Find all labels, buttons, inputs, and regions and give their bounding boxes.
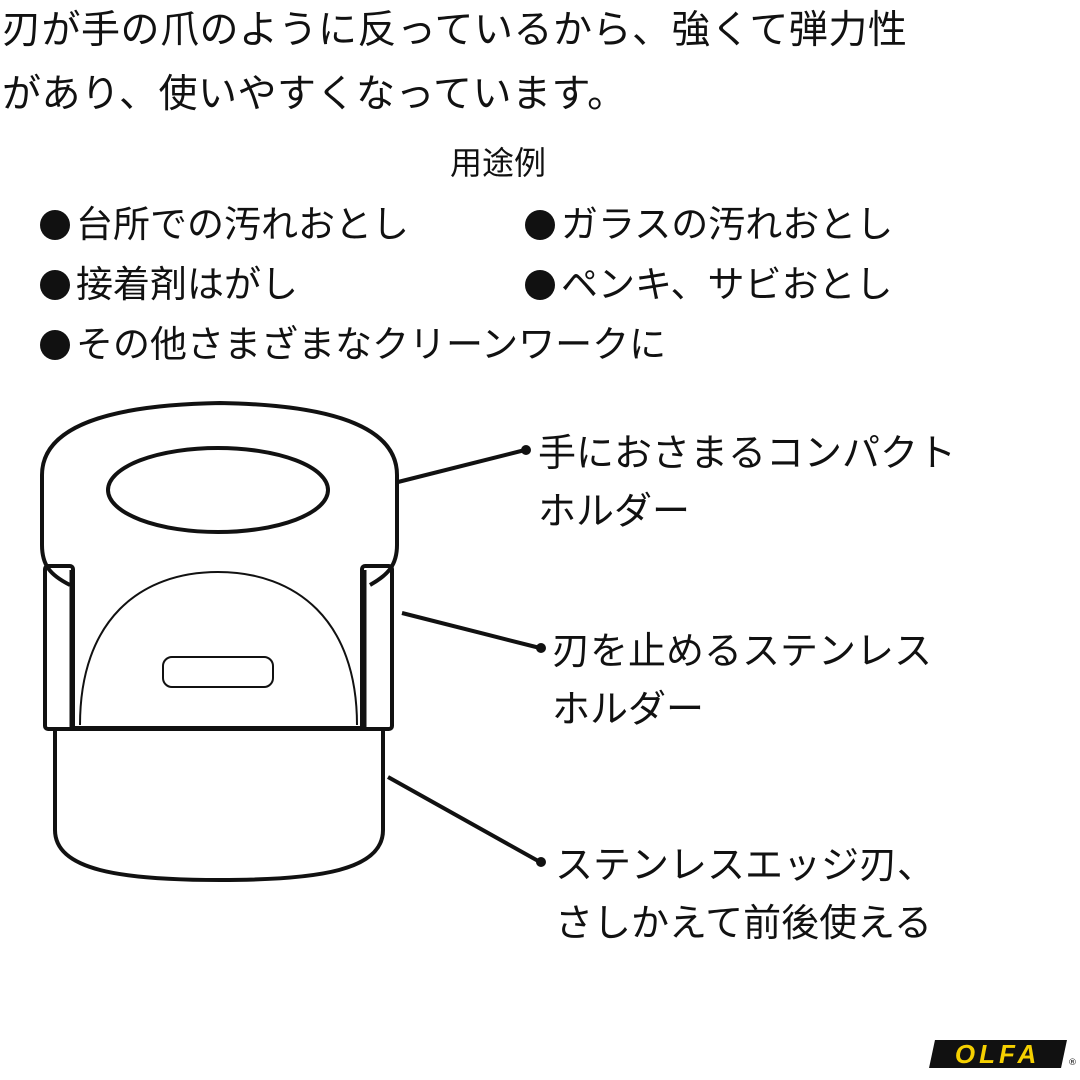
use-item-label: 台所での汚れおとし — [76, 203, 409, 246]
use-item: 接着剤はがし — [40, 262, 298, 308]
callout-line: 刃を止めるステンレス — [552, 629, 933, 673]
olfa-logo: OLFA — [929, 1038, 1067, 1069]
callout-stainless-holder: 刃を止めるステンレス ホルダー — [552, 622, 932, 738]
uses-heading: 用途例 — [450, 144, 547, 182]
intro-line-2: があり、使いやすくなっています。 — [2, 72, 627, 117]
intro-line-1: 刃が手の爪のように反っているから、強くて弾力性 — [2, 8, 908, 53]
holder-oval-hole — [106, 446, 330, 534]
bullet-icon — [525, 210, 555, 240]
use-item: ガラスの汚れおとし — [525, 202, 893, 248]
use-item-label: その他さまざまなクリーンワークに — [76, 323, 667, 366]
leader-dot — [536, 857, 546, 867]
use-item-label: ペンキ、サビおとし — [561, 263, 893, 306]
left-rail — [43, 564, 75, 731]
use-item: ペンキ、サビおとし — [525, 262, 893, 308]
bullet-icon — [40, 330, 70, 360]
use-item-label: 接着剤はがし — [76, 263, 298, 306]
leader-line — [397, 448, 526, 484]
callout-line: ホルダー — [552, 687, 705, 731]
leader-dot — [536, 643, 546, 653]
callout-holder: 手におさまるコンパクト ホルダー — [538, 424, 956, 540]
bullet-icon — [40, 270, 70, 300]
use-item: その他さまざまなクリーンワークに — [40, 322, 666, 368]
leader-dot — [521, 445, 531, 455]
leader-line — [401, 611, 541, 650]
callout-blade: ステンレスエッジ刃、 さしかえて前後使える — [555, 836, 935, 952]
holder-head — [40, 400, 399, 587]
use-item-label: ガラスの汚れおとし — [561, 203, 894, 246]
dome-slot — [162, 656, 274, 688]
callout-line: ステンレスエッジ刃、 — [555, 843, 936, 887]
logo-text: OLFA — [955, 1038, 1041, 1069]
registered-mark: ® — [1068, 1058, 1077, 1068]
callout-line: ホルダー — [538, 489, 691, 533]
callout-line: 手におさまるコンパクト — [538, 431, 957, 475]
leader-line — [387, 775, 541, 864]
callout-line: さしかえて前後使える — [555, 901, 932, 945]
use-item: 台所での汚れおとし — [40, 202, 409, 248]
stainless-dome — [79, 570, 358, 726]
bullet-icon — [40, 210, 70, 240]
bullet-icon — [525, 270, 555, 300]
blade-body — [53, 727, 385, 883]
